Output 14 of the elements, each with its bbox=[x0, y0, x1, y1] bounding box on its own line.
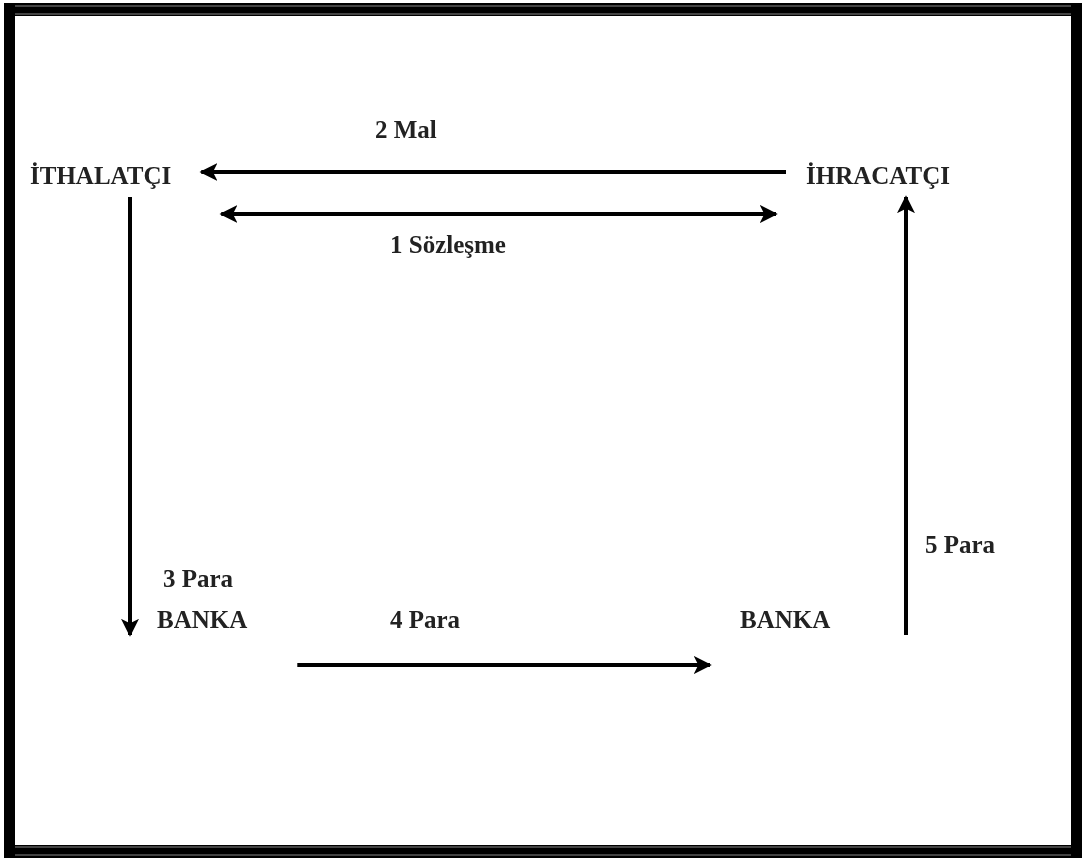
arrow bbox=[199, 163, 786, 181]
arrow bbox=[219, 205, 778, 223]
arrow bbox=[897, 195, 915, 635]
arrow bbox=[297, 656, 712, 674]
edge-label: 5 Para bbox=[925, 530, 996, 560]
edge-label: 3 Para bbox=[163, 564, 234, 594]
edge-label: 1 Sözleşme bbox=[390, 230, 506, 260]
edge-label: 2 Mal bbox=[375, 115, 437, 145]
edge-label: 4 Para bbox=[390, 605, 461, 635]
node-label: BANKA bbox=[740, 605, 831, 635]
arrow bbox=[121, 197, 139, 637]
node-label: BANKA bbox=[157, 605, 248, 635]
node-label: İHRACATÇI bbox=[806, 161, 950, 191]
node-label: İTHALATÇI bbox=[30, 161, 172, 191]
